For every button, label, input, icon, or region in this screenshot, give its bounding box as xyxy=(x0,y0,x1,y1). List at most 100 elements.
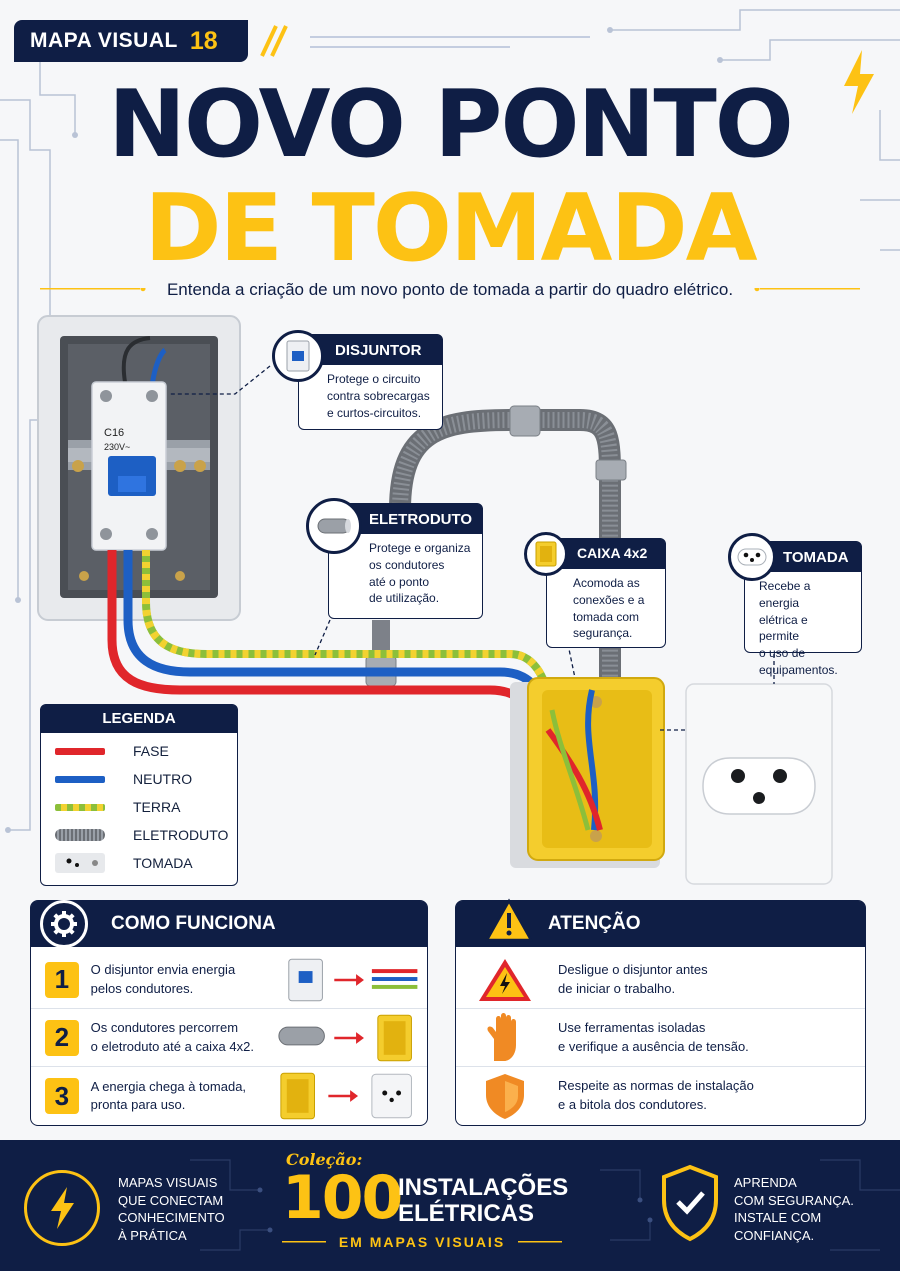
legend-item-eletroduto: ELETRODUTO xyxy=(41,821,237,849)
step-number: 1 xyxy=(45,961,79,998)
step-number: 3 xyxy=(45,1078,79,1114)
warning-text-line: Use ferramentas isoladas xyxy=(558,1019,706,1035)
insulated-glove-icon xyxy=(487,1012,516,1061)
footer-title-line1: INSTALAÇÕES xyxy=(398,1174,569,1201)
footer-right-line: INSTALE COM xyxy=(734,1210,822,1226)
footer-right-line: COM SEGURANÇA. xyxy=(734,1192,854,1208)
callout-disjuntor-line: e curtos-circuitos. xyxy=(327,405,422,420)
callout-eletroduto-line: os condutores xyxy=(369,557,445,572)
footer-title-line2: ELÉTRICAS xyxy=(398,1200,535,1227)
step-row: 3 A energia chega à tomada, pronta para … xyxy=(31,1067,427,1125)
callout-eletroduto-line: até o ponto xyxy=(369,574,430,589)
callout-caixa-line: conexões e a xyxy=(573,592,645,607)
warning-text-line: Respeite as normas de instalação xyxy=(558,1078,754,1094)
slash-decoration-icon xyxy=(260,25,288,57)
legend-item-neutro: NEUTRO xyxy=(41,765,237,793)
legend-title: LEGENDA xyxy=(41,705,237,733)
callout-eletroduto-line: de utilização. xyxy=(369,591,440,606)
legend-label: TERRA xyxy=(133,799,181,815)
wiring-illustration: C16 230V~ xyxy=(37,315,833,885)
socket-icon xyxy=(728,533,776,581)
como-funciona-panel: COMO FUNCIONA 1 O disjuntor envia energi… xyxy=(30,900,428,1126)
warning-text-line: Desligue o disjuntor antes xyxy=(558,961,708,977)
warning-text-line: de iniciar o trabalho. xyxy=(558,980,676,996)
footer: MAPAS VISUAIS QUE CONECTAM CONHECIMENTO … xyxy=(0,1140,900,1271)
legend: LEGENDA FASE NEUTRO TERRA ELETRODUTO TOM… xyxy=(40,704,238,886)
legend-swatch-terra xyxy=(55,803,105,811)
legend-label: TOMADA xyxy=(133,855,193,871)
footer-left-line: QUE CONECTAM xyxy=(118,1192,224,1208)
subtitle-rule xyxy=(40,288,860,292)
footer-colecao: Coleção: xyxy=(286,1150,363,1169)
page-title-line1: NOVO PONTO xyxy=(108,70,794,178)
legend-label: NEUTRO xyxy=(133,771,193,787)
footer-lightning-icon xyxy=(24,1170,100,1246)
warning-text-line: e a bitola dos condutores. xyxy=(558,1097,707,1112)
breaker-voltage: 230V~ xyxy=(104,442,130,452)
gear-icon xyxy=(40,900,88,948)
conduit-icon xyxy=(306,498,362,554)
callout-disjuntor-line: contra sobrecargas xyxy=(327,388,430,403)
shield-check-icon xyxy=(662,1164,718,1242)
callout-tomada-title: TOMADA xyxy=(745,542,861,572)
step-text-line: O disjuntor envia energia xyxy=(90,962,236,978)
badge-label: MAPA VISUAL xyxy=(30,29,178,52)
step1-graphic-icon xyxy=(288,958,418,1001)
como-funciona-title: COMO FUNCIONA xyxy=(31,901,427,947)
legend-item-tomada: TOMADA xyxy=(41,849,237,877)
step-text-line: o eletroduto até a caixa 4x2. xyxy=(90,1038,254,1054)
legend-item-fase: FASE xyxy=(41,737,237,765)
legend-swatch-fase xyxy=(55,747,105,755)
high-voltage-icon xyxy=(479,958,531,1001)
footer-number: 100 xyxy=(282,1163,403,1233)
legend-item-terra: TERRA xyxy=(41,793,237,821)
callout-eletroduto-line: Protege e organiza xyxy=(369,541,471,555)
lightning-icon xyxy=(844,50,874,114)
callout-tomada-line: o uso de xyxy=(759,646,806,661)
callout-caixa: CAIXA 4x2 Acomoda as conexões e a tomada… xyxy=(546,538,666,648)
legend-swatch-eletroduto xyxy=(55,829,105,841)
footer-sub-rule xyxy=(282,1241,562,1243)
callout-disjuntor-title: DISJUNTOR xyxy=(299,335,442,365)
warning-text-line: e verifique a ausência de tensão. xyxy=(558,1038,749,1054)
step-row: 2 Os condutores percorrem o eletroduto a… xyxy=(31,1009,427,1067)
page-subtitle: Entenda a criação de um novo ponto de to… xyxy=(166,280,734,299)
footer-right-line: CONFIANÇA. xyxy=(734,1227,815,1243)
callout-tomada-line: elétrica e permite xyxy=(759,612,808,644)
footer-circuit-decoration xyxy=(190,1159,900,1251)
warning-row: Respeite as normas de instalação e a bit… xyxy=(456,1067,865,1125)
page-title-line2: DE TOMADA xyxy=(144,174,757,282)
legend-label: FASE xyxy=(133,743,169,759)
step-text-line: A energia chega à tomada, xyxy=(90,1078,247,1094)
callout-caixa-line: Acomoda as xyxy=(573,576,640,590)
callout-disjuntor-line: Protege o circuito xyxy=(327,372,421,386)
legend-label: ELETRODUTO xyxy=(133,827,229,843)
map-badge: MAPA VISUAL 18 xyxy=(14,20,248,62)
footer-sub: EM MAPAS VISUAIS xyxy=(338,1234,506,1250)
circuit-decoration xyxy=(0,9,900,833)
footer-left-line: À PRÁTICA xyxy=(118,1227,187,1243)
step2-graphic-icon xyxy=(278,1014,412,1061)
breaker-icon xyxy=(272,330,324,382)
step-number: 2 xyxy=(45,1019,79,1056)
callout-caixa-line: tomada com xyxy=(573,609,640,624)
callout-tomada-line: equipamentos. xyxy=(759,662,838,677)
callout-tomada-line: Recebe a energia xyxy=(759,579,811,610)
footer-right-line: APRENDA xyxy=(734,1175,797,1190)
callout-caixa-line: segurança. xyxy=(573,626,633,641)
footer-left-line: MAPAS VISUAIS xyxy=(118,1175,218,1190)
badge-number: 18 xyxy=(189,26,218,55)
legend-swatch-tomada xyxy=(55,853,105,873)
step3-graphic-icon xyxy=(280,1072,412,1120)
box-4x2-icon xyxy=(524,532,568,576)
legend-swatch-neutro xyxy=(55,775,105,783)
step-row: 1 O disjuntor envia energia pelos condut… xyxy=(31,951,427,1009)
warning-row: Use ferramentas isoladas e verifique a a… xyxy=(456,1009,865,1067)
step-text-line: pelos condutores. xyxy=(90,980,194,996)
step-text-line: pronta para uso. xyxy=(90,1097,186,1112)
footer-left-line: CONHECIMENTO xyxy=(118,1210,225,1226)
warning-triangle-icon xyxy=(484,898,534,942)
shield-icon xyxy=(486,1074,524,1119)
step-text-line: Os condutores percorrem xyxy=(90,1020,239,1036)
warning-row: Desligue o disjuntor antes de iniciar o … xyxy=(456,951,865,1009)
